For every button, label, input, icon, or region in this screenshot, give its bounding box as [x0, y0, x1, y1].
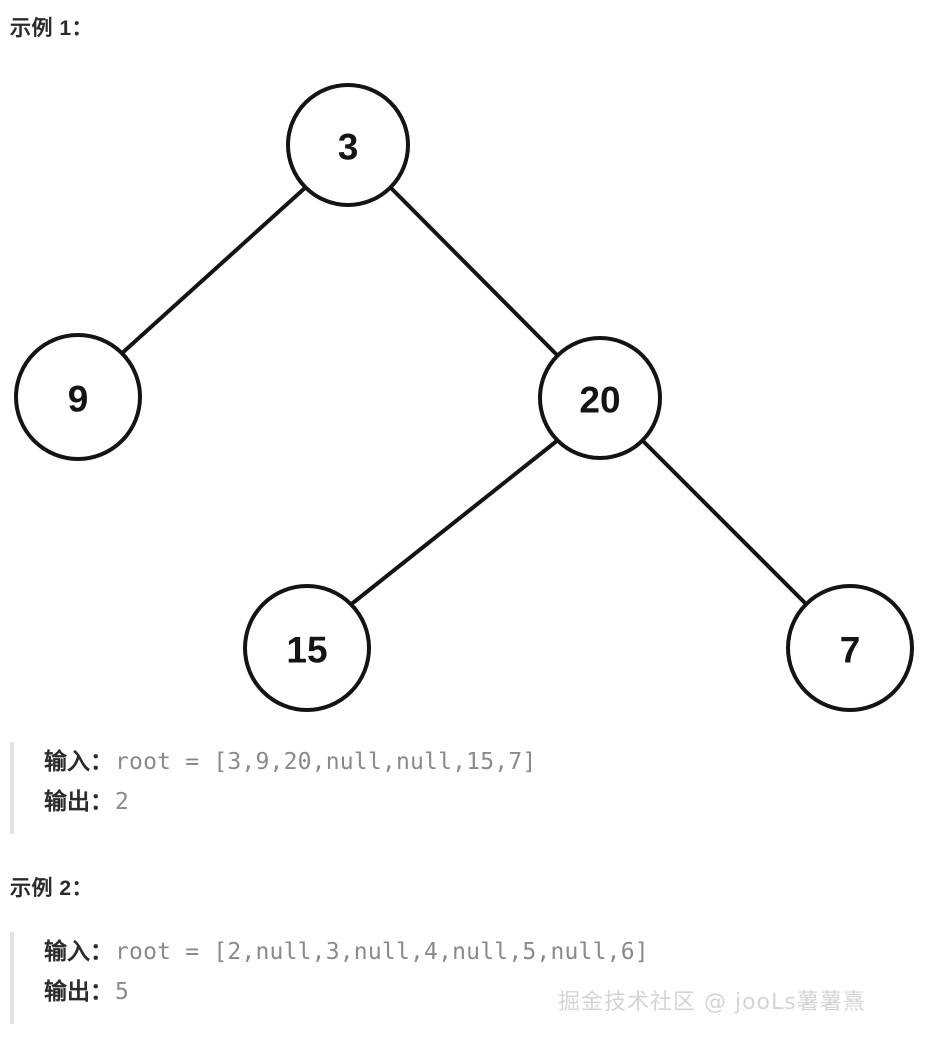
tree-node-3: 3 — [286, 83, 410, 207]
example-1-input-value: root = [3,9,20,null,null,15,7] — [115, 749, 537, 775]
example-1-output-line: 输出： 2 — [44, 782, 870, 822]
example-2-output-label: 输出： — [44, 978, 113, 1004]
example-2-output-line: 输出： 5 — [44, 972, 870, 1012]
example-1-block: 输入： root = [3,9,20,null,null,15,7] 输出： 2 — [10, 742, 870, 834]
tree-edge-20-to-15 — [347, 438, 560, 608]
tree-node-3-label: 3 — [338, 127, 359, 168]
tree-node-15-circle — [243, 584, 371, 712]
tree-node-7-label: 7 — [840, 630, 861, 671]
tree-edge-20-to-7 — [640, 438, 810, 608]
tree-node-9: 9 — [14, 333, 142, 461]
tree-node-15: 15 — [243, 584, 371, 712]
binary-tree-diagram: 3 9 20 15 7 — [0, 60, 925, 730]
tree-node-3-circle — [286, 83, 410, 207]
watermark-text: 掘金技术社区 @ jooLs薯薯熹 — [558, 990, 866, 1015]
tree-node-9-label: 9 — [68, 379, 89, 420]
tree-edge-root-to-20 — [388, 185, 560, 358]
example-1-output-value: 2 — [115, 789, 130, 815]
tree-svg: 3 9 20 15 7 — [14, 83, 914, 712]
tree-node-20-label: 20 — [579, 380, 620, 421]
tree-node-20-circle — [538, 336, 662, 460]
example-2-input-value: root = [2,null,3,null,4,null,5,null,6] — [115, 939, 649, 965]
example-1-input-line: 输入： root = [3,9,20,null,null,15,7] — [44, 742, 870, 782]
tree-node-7-circle — [786, 584, 914, 712]
example-2-input-line: 输入： root = [2,null,3,null,4,null,5,null,… — [44, 932, 870, 972]
tree-node-15-label: 15 — [286, 630, 327, 671]
example-1-heading: 示例 1： — [10, 17, 94, 40]
example-1-input-label: 输入： — [44, 748, 113, 774]
example-2-block: 输入： root = [2,null,3,null,4,null,5,null,… — [10, 932, 870, 1024]
example-2-heading: 示例 2： — [10, 877, 94, 900]
example-2-input-label: 输入： — [44, 938, 113, 964]
tree-node-20: 20 — [538, 336, 662, 460]
example-2-output-value: 5 — [115, 979, 130, 1005]
tree-edge-root-to-9 — [118, 185, 308, 357]
tree-node-7: 7 — [786, 584, 914, 712]
tree-node-9-circle — [14, 333, 142, 461]
example-1-output-label: 输出： — [44, 788, 113, 814]
